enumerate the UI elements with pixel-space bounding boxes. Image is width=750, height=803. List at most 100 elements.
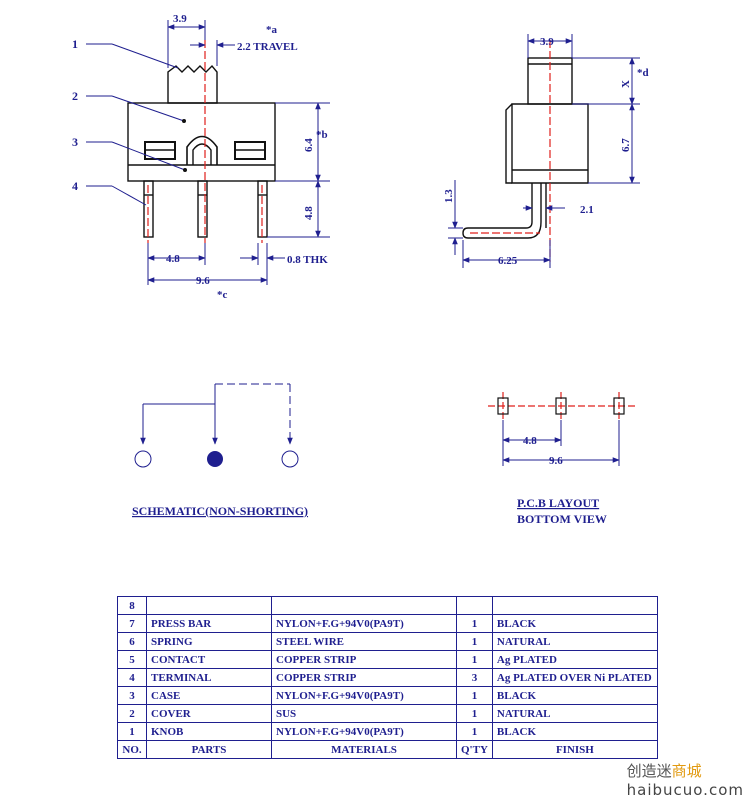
callout-4: 4: [72, 179, 78, 193]
bom-no-cell: 1: [117, 722, 147, 741]
bom-qty-header: Q'TY: [456, 740, 493, 759]
dim-knob-width: 3.9: [173, 13, 187, 25]
bom-material-header: MATERIALS: [271, 740, 457, 759]
bom-material-cell: [271, 596, 457, 615]
bom-part-header: PARTS: [146, 740, 272, 759]
bom-material-cell: NYLON+F.G+94V0(PA9T): [271, 614, 457, 633]
bom-qty-cell: 1: [456, 722, 493, 741]
pcb-dim-pitch: 4.8: [523, 435, 537, 447]
dim-side-knob-width: 3.9: [540, 36, 554, 48]
bom-row: 8: [117, 596, 658, 615]
dim-thk: 0.8 THK: [287, 254, 328, 266]
bom-no-header: NO.: [117, 740, 147, 759]
terminal-common-circle: [207, 451, 223, 467]
bom-finish-cell: [491, 596, 658, 615]
bom-material-cell: SUS: [271, 704, 457, 723]
bom-part-cell: COVER: [146, 704, 272, 723]
bom-no-cell: 5: [117, 650, 147, 669]
front-view: [127, 64, 276, 238]
bom-part-cell: TERMINAL: [146, 668, 272, 687]
bom-part-cell: SPRING: [146, 632, 272, 651]
bom-finish-cell: Ag PLATED: [491, 650, 658, 669]
dim-body-height: 6.4: [303, 138, 315, 152]
bom-no-cell: 4: [117, 668, 147, 687]
watermark-line1: 创造迷: [626, 762, 672, 780]
pad-2: [555, 397, 567, 415]
bom-part-cell: PRESS BAR: [146, 614, 272, 633]
bom-material-cell: NYLON+F.G+94V0(PA9T): [271, 722, 457, 741]
pcb-layout: 4.8 9.6 P.C.B LAYOUT BOTTOM VIEW: [488, 392, 636, 526]
bom-material-cell: STEEL WIRE: [271, 632, 457, 651]
side-view: [462, 57, 589, 239]
side-dimensions: [448, 34, 640, 268]
dim-side-body-height: 6.7: [620, 138, 632, 152]
bom-no-cell: 3: [117, 686, 147, 705]
dim-lead-height: 1.3: [443, 189, 455, 203]
schematic-title: SCHEMATIC(NON-SHORTING): [132, 504, 308, 518]
pad-3: [613, 397, 625, 415]
note-span: *c: [217, 289, 228, 301]
bom-finish-cell: BLACK: [491, 722, 658, 741]
bom-qty-cell: 1: [456, 686, 493, 705]
bom-finish-cell: BLACK: [491, 686, 658, 705]
side-lead: [462, 183, 542, 239]
terminal-left-circle: [134, 450, 152, 468]
bom-part-cell: [146, 596, 272, 615]
pcb-subtitle: BOTTOM VIEW: [517, 512, 607, 526]
bom-finish-cell: NATURAL: [491, 632, 658, 651]
bom-finish-header: FINISH: [491, 740, 658, 759]
dim-travel: 2.2 TRAVEL: [237, 41, 298, 53]
dim-span: 9.6: [196, 275, 210, 287]
side-dim-labels: 3.9 X *d 6.7 1.3 2.1 6.25: [443, 36, 649, 267]
dim-lead-length: 6.25: [498, 255, 518, 267]
pcb-title: P.C.B LAYOUT: [517, 496, 599, 510]
side-centerlines: [470, 40, 551, 262]
bom-finish-cell: Ag PLATED OVER Ni PLATED: [491, 668, 658, 687]
bom-finish-cell: NATURAL: [491, 704, 658, 723]
callout-1: 1: [72, 37, 78, 51]
dim-lead-offset: 2.1: [580, 204, 594, 216]
note-side-d: *d: [637, 67, 649, 79]
bom-qty-cell: 1: [456, 704, 493, 723]
watermark-line3: haibucuo.com: [626, 781, 744, 799]
terminal-right-circle: [281, 450, 299, 468]
watermark-line2: 商城: [671, 762, 702, 780]
dim-side-x: X: [620, 80, 632, 88]
bom-qty-cell: 3: [456, 668, 493, 687]
schematic: SCHEMATIC(NON-SHORTING): [132, 383, 308, 518]
front-dimensions: [86, 20, 330, 285]
pin-center: [197, 180, 208, 238]
dim-pin-length: 4.8: [303, 206, 315, 220]
bom-material-cell: NYLON+F.G+94V0(PA9T): [271, 686, 457, 705]
note-body: *b: [316, 129, 328, 141]
bom-qty-cell: 1: [456, 650, 493, 669]
callout-3: 3: [72, 135, 78, 149]
bom-part-cell: KNOB: [146, 722, 272, 741]
callout-2: 2: [72, 89, 78, 103]
bom-qty-cell: 1: [456, 632, 493, 651]
bom-finish-cell: BLACK: [491, 614, 658, 633]
bom-qty-cell: 1: [456, 614, 493, 633]
bom-no-cell: 8: [117, 596, 147, 615]
contact-bump: [186, 135, 218, 165]
pad-1: [497, 397, 509, 415]
knob-outline: [167, 64, 218, 104]
bom-material-cell: COPPER STRIP: [271, 668, 457, 687]
bom-qty-cell: [456, 596, 493, 615]
bom-part-cell: CASE: [146, 686, 272, 705]
front-dim-labels: 3.9 2.2 TRAVEL *a 6.4 *b 4.8 4.8 0.8 THK…: [72, 13, 328, 301]
dim-pitch: 4.8: [166, 253, 180, 265]
bom-no-cell: 6: [117, 632, 147, 651]
note-travel: *a: [266, 24, 278, 36]
bom-material-cell: COPPER STRIP: [271, 650, 457, 669]
